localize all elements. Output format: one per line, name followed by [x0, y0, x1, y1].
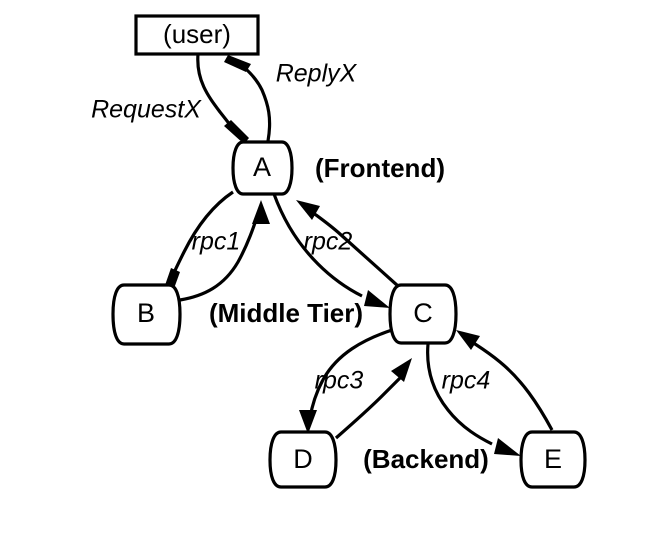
- edge-rpc4-return-path: [471, 340, 554, 431]
- node-d-shape: [268, 430, 338, 489]
- node-c-label: C: [413, 298, 433, 328]
- edge-rpc2-arrowhead: [364, 290, 390, 308]
- edge-rpc2-return-arrowhead: [296, 200, 320, 220]
- tier-label-frontend: (Frontend): [315, 153, 445, 183]
- edge-rpc3-return-path: [334, 376, 402, 440]
- edge-rpc3-return: [334, 358, 412, 440]
- edge-rpc3-return-arrowhead: [391, 358, 412, 382]
- edge-rpc3-arrowhead: [299, 410, 317, 434]
- node-c[interactable]: C: [388, 283, 458, 345]
- edge-label-request-x: RequestX: [91, 96, 202, 124]
- edge-reply-x: [224, 55, 272, 142]
- node-d[interactable]: D: [268, 430, 338, 489]
- edge-request-x: [196, 53, 249, 144]
- edge-rpc4: [426, 343, 521, 456]
- node-c-shape: [388, 283, 458, 345]
- node-b-label: B: [137, 298, 155, 328]
- edge-rpc2-return-path: [311, 210, 400, 288]
- edge-rpc1-return: [179, 200, 270, 302]
- edge-request-x-arrowhead: [224, 120, 249, 144]
- node-a-shape: [231, 140, 294, 196]
- node-e-label: E: [544, 444, 562, 474]
- node-user-label: (user): [163, 19, 231, 49]
- node-e-shape: [519, 430, 587, 489]
- edge-label-rpc4: rpc4: [442, 367, 491, 395]
- edge-rpc4-arrowhead: [494, 438, 521, 456]
- edge-label-rpc1: rpc1: [192, 228, 241, 256]
- node-a[interactable]: A: [231, 140, 294, 196]
- node-user[interactable]: (user): [134, 14, 260, 56]
- edge-label-rpc3: rpc3: [315, 367, 364, 395]
- edge-reply-x-arrowhead: [224, 55, 251, 72]
- edge-rpc4-path: [426, 343, 493, 446]
- node-user-shape: [134, 14, 260, 56]
- edge-rpc2-path: [272, 193, 363, 298]
- node-d-label: D: [293, 444, 313, 474]
- edge-rpc3: [299, 328, 393, 434]
- node-e[interactable]: E: [519, 430, 587, 489]
- node-b[interactable]: B: [111, 283, 182, 346]
- edge-rpc3-path: [308, 328, 393, 419]
- node-b-shape: [111, 283, 182, 346]
- edge-rpc1-return-arrowhead: [252, 200, 270, 224]
- node-a-label: A: [253, 152, 271, 182]
- edge-rpc1-return-path: [179, 213, 260, 302]
- edge-rpc2-return: [296, 200, 400, 288]
- tier-label-middle-tier: (Middle Tier): [209, 298, 363, 328]
- edge-rpc4-return-arrowhead: [456, 330, 480, 350]
- edge-rpc2: [272, 193, 390, 308]
- edge-label-reply-x: ReplyX: [276, 60, 358, 88]
- edge-rpc4-return: [456, 330, 554, 431]
- edge-reply-x-path: [235, 59, 272, 142]
- tier-label-backend: (Backend): [363, 444, 489, 474]
- edge-label-rpc2: rpc2: [304, 228, 353, 256]
